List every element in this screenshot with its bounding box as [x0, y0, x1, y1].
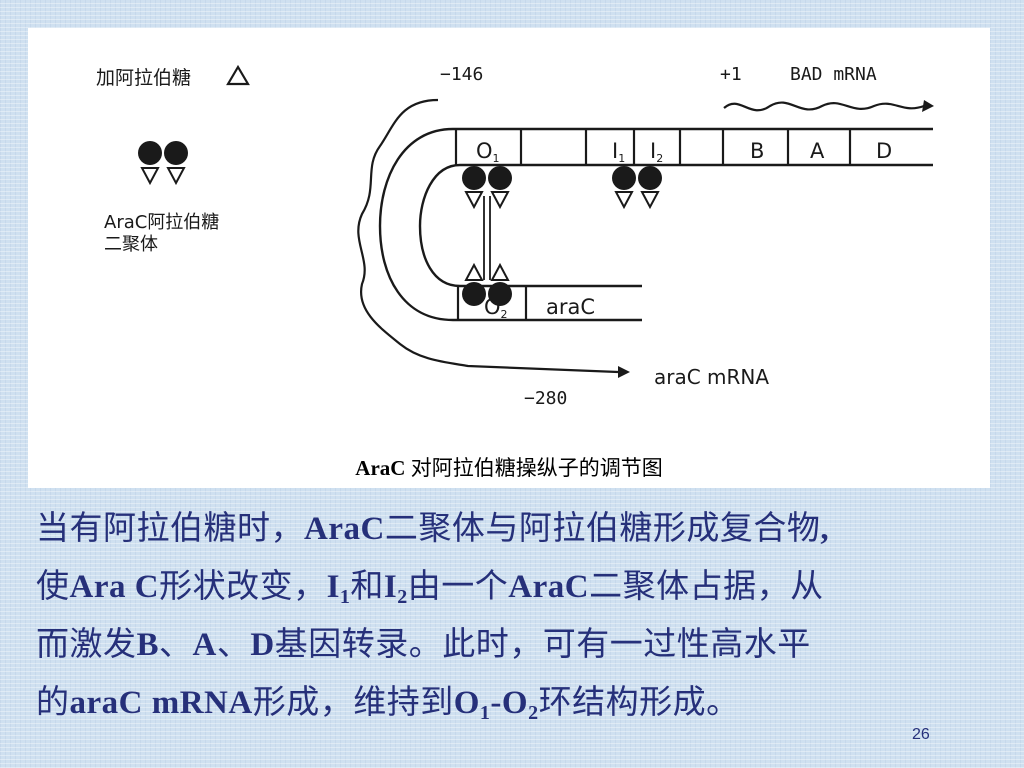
arac-mrna-wave [357, 98, 619, 374]
body-line-4: 的araC mRNA形成，维持到O1-O2环结构形成。 [36, 685, 740, 724]
bad-mrna-wave [723, 101, 925, 112]
position-minus146: −146 [440, 64, 483, 85]
dimer-at-o2-icon [462, 262, 512, 306]
segment-i2: I2 [650, 139, 663, 165]
segment-a: A [810, 139, 825, 163]
segment-o1: O1 [476, 139, 500, 165]
dimer-bridge [483, 196, 491, 280]
position-minus280: −280 [524, 388, 567, 409]
dna-inner-strand [418, 163, 933, 288]
segment-d: D [876, 139, 892, 163]
page-number: 26 [912, 726, 930, 743]
segment-b: B [750, 139, 764, 163]
dimer-at-o1-icon [462, 166, 512, 210]
body-paragraph: 当有阿拉伯糖时，AraC二聚体与阿拉伯糖形成复合物, 使Ara C形状改变，I1… [36, 500, 996, 732]
position-plus1: +1 [720, 64, 742, 85]
lower-segment-dividers [456, 286, 528, 320]
figure-panel: 加阿拉伯糖 AraC阿拉伯糖 二聚体 −146 +1 BAD mRNA [28, 28, 990, 488]
upper-segment-dividers [454, 129, 852, 165]
bad-mrna-arrowhead-icon [922, 100, 934, 112]
figure-caption: AraC 对阿拉伯糖操纵子的调节图 [28, 452, 990, 482]
arac-mrna-label: araC mRNA [654, 365, 769, 389]
body-line-3: 而激发B、A、D基因转录。此时，可有一过性高水平 [36, 627, 811, 663]
legend-dimer-label-line2: 二聚体 [104, 234, 158, 255]
legend-arabinose-label: 加阿拉伯糖 [96, 67, 191, 89]
legend-dimer-label-line1: AraC阿拉伯糖 [104, 212, 219, 233]
segment-arac: araC [546, 295, 595, 319]
legend-dimer-icon [138, 141, 188, 186]
body-line-1: 当有阿拉伯糖时，AraC二聚体与阿拉伯糖形成复合物, [36, 511, 830, 547]
arabinose-triangle-icon [226, 64, 250, 86]
arac-mrna-arrowhead-icon [618, 366, 630, 378]
dna-outer-strand [378, 127, 933, 322]
segment-i1: I1 [612, 139, 625, 165]
arac-regulation-diagram: 加阿拉伯糖 AraC阿拉伯糖 二聚体 −146 +1 BAD mRNA [96, 64, 934, 409]
caption-bold: AraC [355, 456, 406, 480]
dimer-at-i1-i2-icon [612, 166, 662, 210]
caption-text: 对阿拉伯糖操纵子的调节图 [405, 456, 663, 480]
bad-mrna-label: BAD mRNA [790, 64, 877, 85]
body-line-2: 使Ara C形状改变，I1和I2由一个AraC二聚体占据，从 [36, 569, 824, 608]
